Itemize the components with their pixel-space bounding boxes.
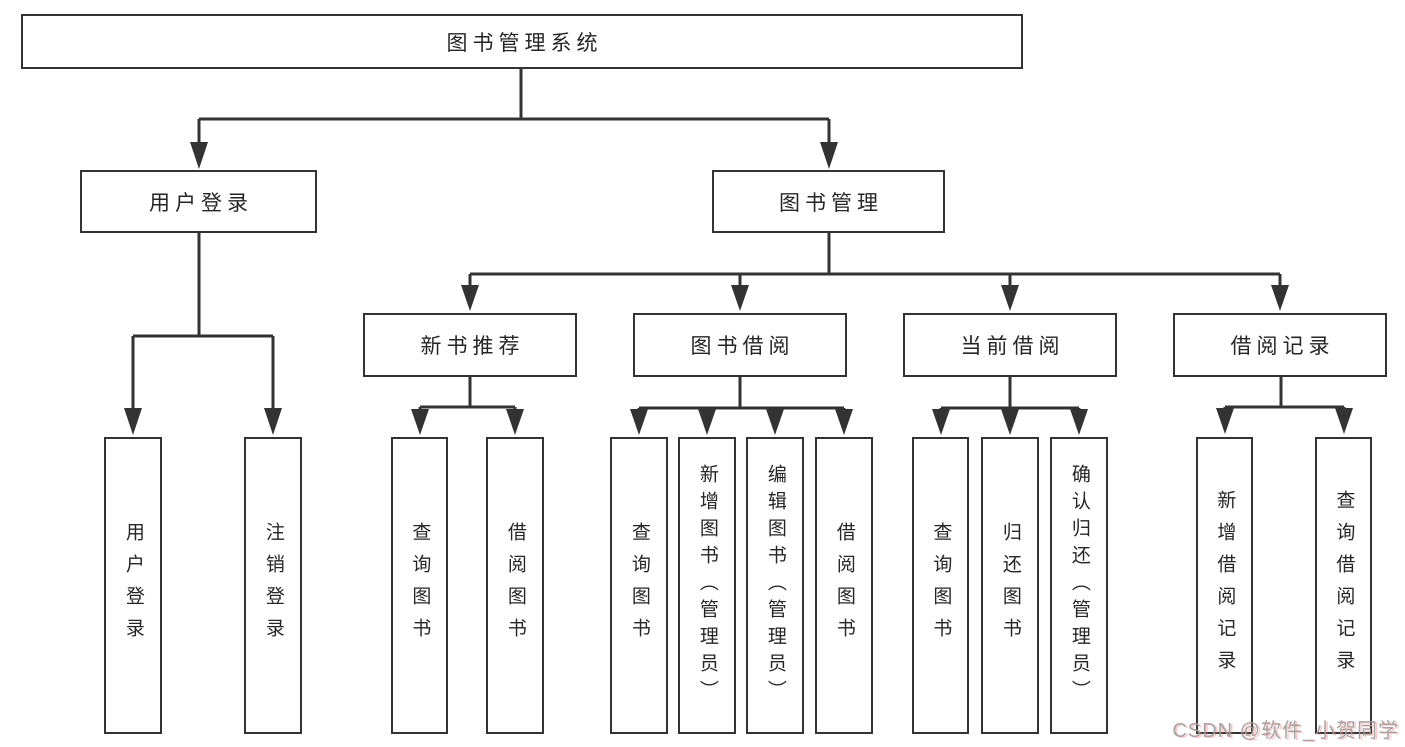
- arrow-down-icon: [698, 409, 716, 435]
- leaf-add-book-admin: 新增图书（管理员）: [678, 437, 736, 734]
- node-current-borrowing: 当前借阅: [903, 313, 1117, 377]
- arrow-down-icon: [264, 408, 282, 435]
- leaf-label: 新增借阅记录: [1214, 489, 1236, 682]
- leaf-label: 归还图书: [999, 521, 1021, 650]
- leaf-label: 查询图书: [930, 521, 952, 650]
- connector-recommendation-to-leaves: [418, 377, 517, 410]
- leaf-label: 查询图书: [628, 521, 650, 650]
- leaf-label: 编辑图书（管理员）: [764, 464, 786, 707]
- leaf-edit-book-admin: 编辑图书（管理员）: [746, 437, 804, 734]
- arrow-down-icon: [731, 285, 749, 311]
- leaf-borrow-books-recommend: 借阅图书: [486, 437, 544, 734]
- arrow-down-icon: [932, 409, 950, 435]
- watermark: CSDN @软件_小贺同学: [1172, 720, 1399, 742]
- leaf-confirm-return-admin: 确认归还（管理员）: [1050, 437, 1108, 734]
- node-new-book-recommendation: 新书推荐: [363, 313, 577, 377]
- node-label: 新书推荐: [420, 335, 525, 358]
- connector-user-login-to-leaves: [131, 233, 275, 410]
- arrow-down-icon: [506, 409, 524, 435]
- leaf-query-books-borrowing: 查询图书: [610, 437, 668, 734]
- arrow-down-icon: [124, 408, 142, 435]
- arrow-down-icon: [835, 409, 853, 435]
- node-label: 图书借阅: [690, 335, 795, 358]
- leaf-return-books: 归还图书: [981, 437, 1039, 734]
- connector-book-management-to-level3: [468, 233, 1282, 287]
- node-label: 图书管理: [779, 191, 883, 215]
- node-book-borrowing: 图书借阅: [633, 313, 847, 377]
- leaf-label: 用户登录: [122, 521, 144, 650]
- leaf-logout: 注销登录: [244, 437, 302, 734]
- arrow-down-icon: [1271, 285, 1289, 311]
- arrow-down-icon: [190, 142, 208, 169]
- leaf-label: 借阅图书: [504, 521, 526, 650]
- connector-borrowing-to-leaves: [637, 377, 846, 410]
- arrow-down-icon: [630, 409, 648, 435]
- arrow-down-icon: [820, 142, 838, 169]
- node-label: 用户登录: [149, 191, 253, 215]
- connector-root-to-level2: [197, 69, 831, 144]
- leaf-user-login: 用户登录: [104, 437, 162, 734]
- arrow-down-icon: [1216, 408, 1234, 434]
- node-label: 借阅记录: [1230, 335, 1335, 358]
- arrow-down-icon: [1001, 409, 1019, 435]
- leaf-query-books-recommend: 查询图书: [391, 437, 448, 734]
- arrow-down-icon: [1070, 409, 1088, 435]
- leaf-label: 查询借阅记录: [1333, 489, 1355, 682]
- leaf-label: 借阅图书: [833, 521, 855, 650]
- connector-records-to-leaves: [1223, 377, 1346, 410]
- arrow-down-icon: [1001, 285, 1019, 311]
- node-library-management-system: 图书管理系统: [21, 14, 1023, 69]
- leaf-query-borrow-record: 查询借阅记录: [1315, 437, 1372, 734]
- node-label: 图书管理系统: [446, 31, 603, 55]
- arrow-down-icon: [411, 409, 429, 435]
- leaf-borrow-books-borrowing: 借阅图书: [815, 437, 873, 734]
- arrow-down-icon: [766, 409, 784, 435]
- leaf-query-books-current: 查询图书: [912, 437, 969, 734]
- leaf-add-borrow-record: 新增借阅记录: [1196, 437, 1253, 734]
- node-borrowing-records: 借阅记录: [1173, 313, 1387, 377]
- leaf-label: 查询图书: [409, 521, 431, 650]
- connector-current-to-leaves: [939, 377, 1081, 410]
- leaf-label: 确认归还（管理员）: [1068, 464, 1090, 707]
- leaf-label: 新增图书（管理员）: [696, 464, 718, 707]
- arrow-down-icon: [1335, 408, 1353, 434]
- leaf-label: 注销登录: [262, 521, 284, 650]
- node-label: 当前借阅: [960, 335, 1065, 358]
- node-book-management: 图书管理: [712, 170, 945, 233]
- node-user-login: 用户登录: [80, 170, 317, 233]
- arrow-down-icon: [461, 285, 479, 311]
